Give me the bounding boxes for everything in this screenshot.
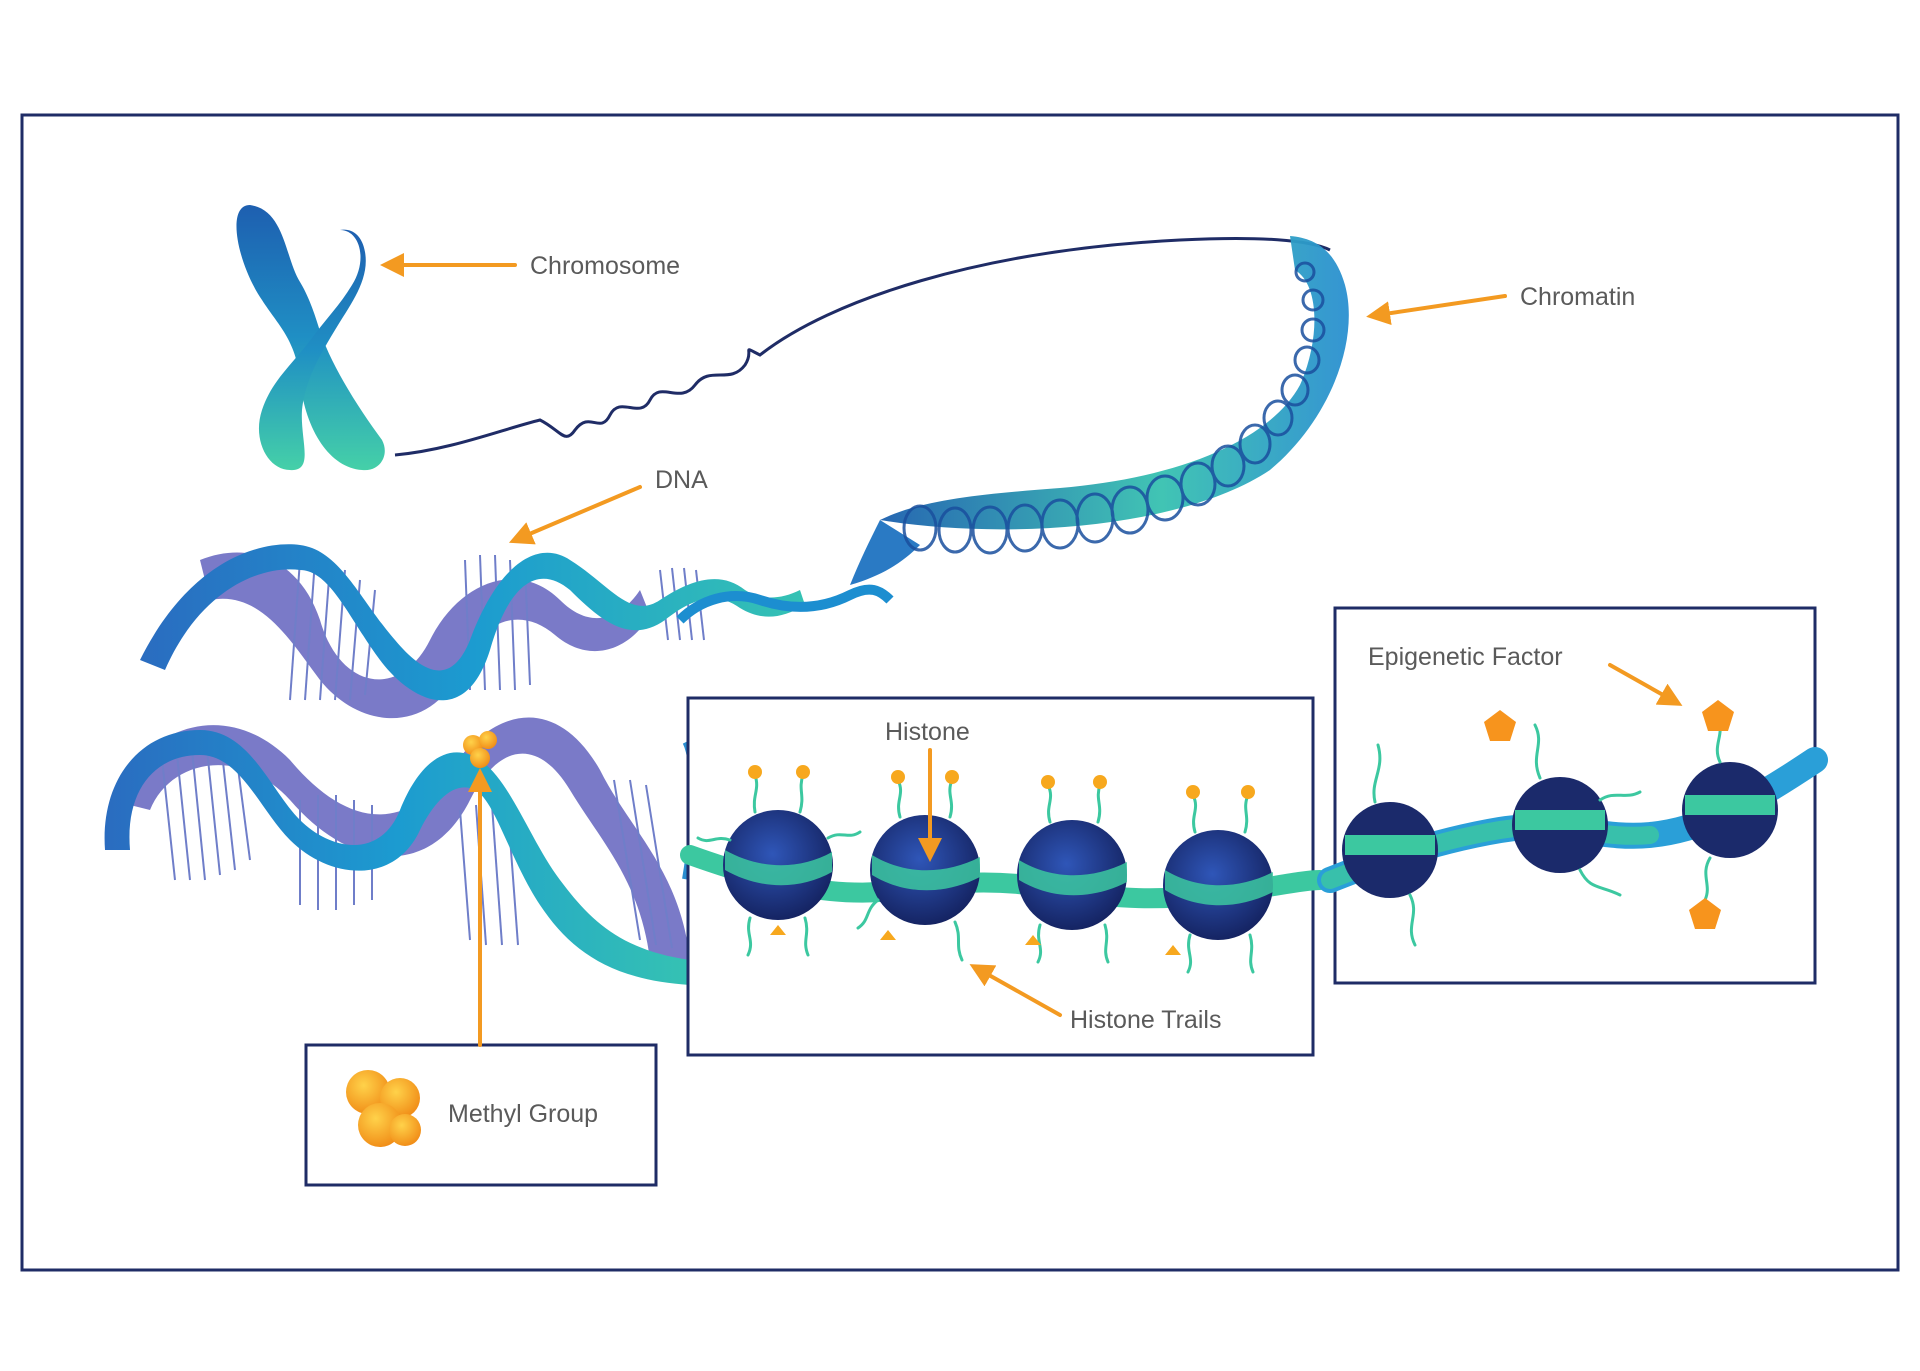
chromosome-illustration xyxy=(236,205,385,471)
histone-sphere xyxy=(870,815,980,925)
dna-label: DNA xyxy=(655,466,708,494)
histone-trails-label: Histone Trails xyxy=(1070,1006,1221,1034)
chromosome-label: Chromosome xyxy=(530,252,680,280)
histone-sphere xyxy=(1682,762,1778,858)
histone-sphere xyxy=(723,810,833,920)
epigenetic-factor-pentagon xyxy=(1484,700,1734,929)
histone-chain xyxy=(680,765,1330,974)
methyl-group-icon xyxy=(346,1070,421,1147)
epigenetic-factor-label: Epigenetic Factor xyxy=(1368,643,1563,671)
chromatin-label: Chromatin xyxy=(1520,283,1635,311)
epigenetic-factor-arrow xyxy=(1608,663,1683,706)
histone-sphere xyxy=(1512,777,1608,873)
outer-frame xyxy=(20,113,1900,1272)
chromatin-arrow xyxy=(1366,294,1507,326)
methyl-group-label: Methyl Group xyxy=(448,1100,598,1128)
epigenetic-chain xyxy=(1317,700,1828,947)
histone-trails-arrow xyxy=(969,964,1062,1017)
methyl-molecule-on-dna xyxy=(463,731,497,768)
chromatin-coil xyxy=(850,236,1349,585)
dna-strand xyxy=(394,236,1331,457)
histone-sphere xyxy=(1163,830,1273,940)
histone-sphere xyxy=(1342,802,1438,898)
histone-sphere xyxy=(1017,820,1127,930)
histone-label: Histone xyxy=(885,718,970,746)
dna-arrow xyxy=(508,485,642,545)
